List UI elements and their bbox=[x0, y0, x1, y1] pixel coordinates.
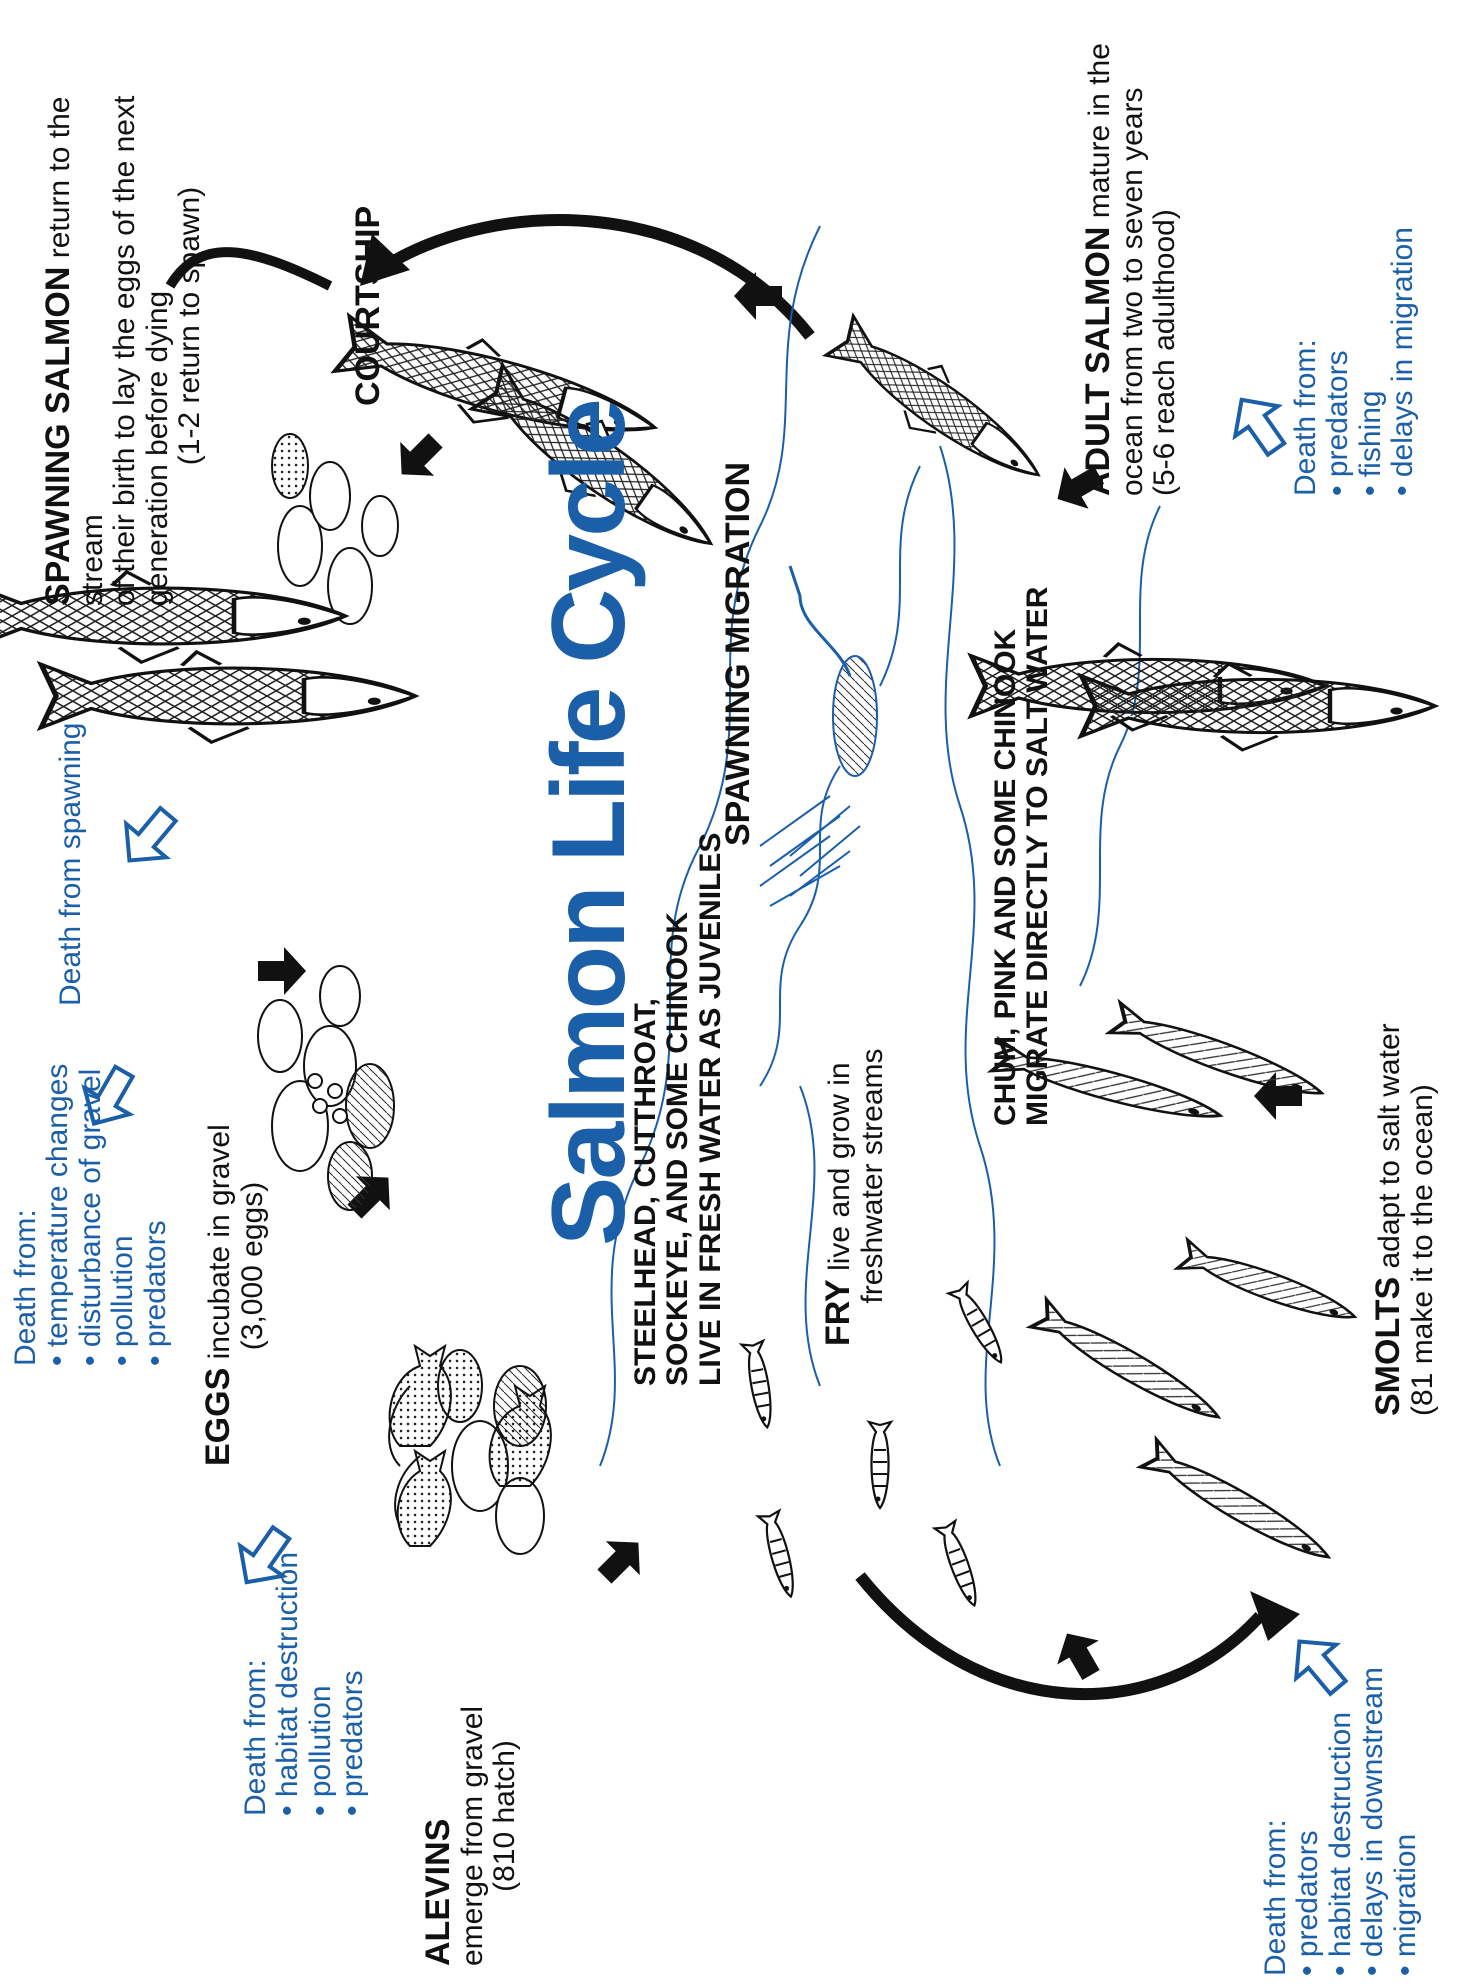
note-juveniles-line-1: STEELHEAD, CUTTHROAT, bbox=[630, 826, 662, 1386]
stage-name-adult: ADULT SALMON bbox=[1079, 227, 1117, 496]
adult-desc-1: mature in the bbox=[1083, 43, 1116, 218]
stage-name-spawning: SPAWNING SALMON bbox=[39, 267, 77, 606]
label-smolts: SMOLTS adapt to salt water (81 make it t… bbox=[1370, 976, 1439, 1416]
death-alevins-heading: Death from: bbox=[240, 1496, 272, 1816]
note-direct-salt-line-2: MIGRATE DIRECTLY TO SALT WATER bbox=[1022, 566, 1054, 1126]
death-adult: Death from: predators fishing delays in … bbox=[1290, 136, 1420, 496]
note-juveniles-line-2: SOCKEYE, AND SOME CHINOOK bbox=[662, 826, 694, 1386]
fry-desc-2: freshwater streams bbox=[857, 1006, 889, 1346]
fry-1 bbox=[758, 1511, 802, 1600]
arrow-eggs-step bbox=[258, 947, 306, 995]
death-eggs: Death from: temperature changes disturba… bbox=[10, 1006, 172, 1366]
stage-name-fry: FRY bbox=[819, 1279, 857, 1346]
death-adult-item: fishing bbox=[1355, 136, 1387, 496]
death-smolts-item: predators bbox=[1292, 1556, 1324, 1976]
note-juveniles-line-3: LIVE IN FRESH WATER AS JUVENILES bbox=[695, 826, 727, 1386]
alevins-desc-2: (810 hatch) bbox=[489, 1666, 521, 1966]
spawning-desc-4: (1-2 return to spawn) bbox=[174, 46, 206, 606]
death-smolts-item: habitat destruction bbox=[1325, 1556, 1357, 1976]
alevins-desc-1: emerge from gravel bbox=[457, 1666, 489, 1966]
arrow-alevins-to-fry bbox=[587, 1526, 655, 1594]
note-direct-salt: CHUM, PINK AND SOME CHINOOK MIGRATE DIRE… bbox=[990, 566, 1055, 1126]
adult-desc-3: (5-6 reach adulthood) bbox=[1149, 0, 1181, 496]
gravel-spawning bbox=[272, 434, 398, 624]
spawning-desc-3: generation before dying bbox=[142, 46, 174, 606]
label-fry: FRY live and grow in freshwater streams bbox=[820, 1006, 889, 1346]
smolt-3 bbox=[1177, 1240, 1359, 1331]
death-smolts: Death from: predators habitat destructio… bbox=[1260, 1556, 1422, 1976]
label-alevins: ALEVINS emerge from gravel (810 hatch) bbox=[420, 1666, 522, 1966]
migrating-salmon bbox=[820, 308, 1058, 503]
death-adult-item: predators bbox=[1322, 136, 1354, 496]
stage-name-eggs: EGGS bbox=[199, 1368, 237, 1466]
adult-desc-2: ocean from two to seven years bbox=[1117, 0, 1149, 496]
death-eggs-item: disturbance of gravel bbox=[75, 1006, 107, 1366]
death-smolts-item: migration bbox=[1390, 1556, 1422, 1976]
death-adult-heading: Death from: bbox=[1290, 136, 1322, 496]
cycle-arc-adult-to-courtship bbox=[360, 220, 810, 336]
note-juveniles: STEELHEAD, CUTTHROAT, SOCKEYE, AND SOME … bbox=[630, 826, 727, 1386]
death-eggs-item: predators bbox=[140, 1006, 172, 1366]
death-eggs-item: temperature changes bbox=[42, 1006, 74, 1366]
label-eggs: EGGS incubate in gravel (3,000 eggs) bbox=[200, 1066, 269, 1466]
smolt-5 bbox=[1141, 1439, 1337, 1570]
fry-4 bbox=[742, 1341, 779, 1430]
note-direct-salt-line-1: CHUM, PINK AND SOME CHINOOK bbox=[990, 566, 1022, 1126]
eggs-desc-2: (3,000 eggs) bbox=[237, 1066, 269, 1466]
fry-2 bbox=[869, 1422, 891, 1508]
smolts-desc-1: adapt to salt water bbox=[1373, 1023, 1406, 1268]
death-spawning: Death from spawning bbox=[55, 723, 87, 1006]
arrow-fry-to-smolts bbox=[1046, 1621, 1112, 1687]
death-smolts-item: delays in downstream bbox=[1357, 1556, 1389, 1976]
death-alevins-item: pollution bbox=[305, 1496, 337, 1816]
label-adult-salmon: ADULT SALMON mature in the ocean from tw… bbox=[1080, 0, 1182, 496]
death-alevins: Death from: habitat destruction pollutio… bbox=[240, 1496, 370, 1816]
death-eggs-heading: Death from: bbox=[10, 1006, 42, 1366]
spawning-desc-2: of their birth to lay the eggs of the ne… bbox=[109, 46, 141, 606]
label-spawning-migration: SPAWNING MIGRATION bbox=[720, 462, 757, 846]
eggs-desc-1: incubate in gravel bbox=[203, 1124, 236, 1359]
spawning-salmon-2 bbox=[41, 652, 415, 742]
reeds bbox=[760, 796, 860, 906]
cycle-arc-alevins-to-smolts bbox=[860, 1576, 1300, 1694]
death-alevins-item: predators bbox=[337, 1496, 369, 1816]
fry-5 bbox=[948, 1282, 1010, 1367]
death-arrow-adult bbox=[1220, 385, 1297, 464]
stage-name-smolts: SMOLTS bbox=[1369, 1277, 1407, 1416]
label-spawning-salmon: SPAWNING SALMON return to the stream of … bbox=[40, 46, 206, 606]
gravel-eggs bbox=[258, 966, 394, 1210]
death-arrow-spawning bbox=[110, 798, 188, 877]
death-alevins-item: habitat destruction bbox=[272, 1496, 304, 1816]
death-adult-item: delays in migration bbox=[1387, 136, 1419, 496]
stage-name-alevins: ALEVINS bbox=[420, 1666, 457, 1966]
fry-3 bbox=[935, 1521, 985, 1609]
heron bbox=[790, 566, 877, 776]
arrow-spawning-to-eggs bbox=[385, 423, 453, 491]
death-eggs-item: pollution bbox=[107, 1006, 139, 1366]
label-courtship: COURTSHIP bbox=[350, 206, 387, 406]
smolt-4 bbox=[1031, 1299, 1227, 1430]
death-smolts-item-text: migration bbox=[1389, 1834, 1422, 1957]
fry-desc-1: live and grow in bbox=[823, 1062, 856, 1270]
death-smolts-heading: Death from: bbox=[1260, 1556, 1292, 1976]
smolts-desc-2: (81 make it to the ocean) bbox=[1407, 976, 1439, 1416]
